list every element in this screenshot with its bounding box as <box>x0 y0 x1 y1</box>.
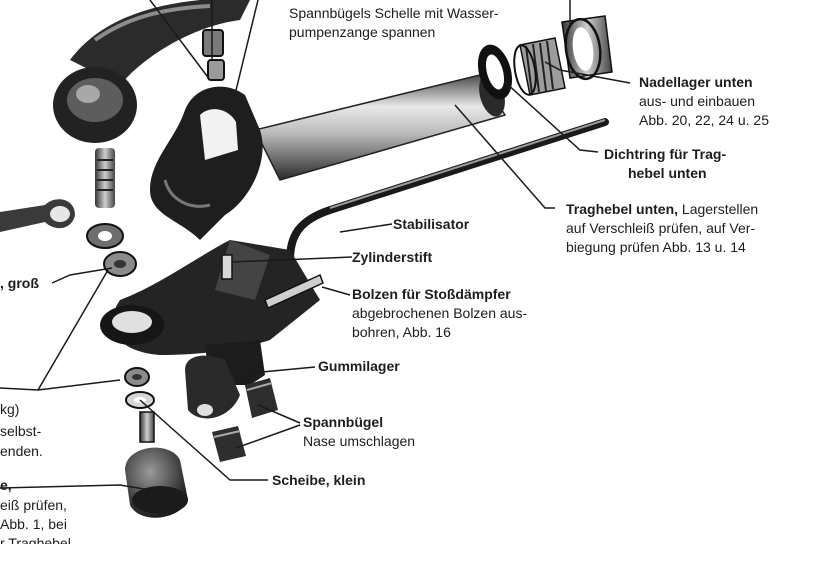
left-eiss-text: eiß prüfen, <box>0 497 67 513</box>
left-enden-text: enden. <box>0 443 43 459</box>
small-bolts <box>202 29 225 81</box>
upper-arm <box>70 0 250 85</box>
traghebel-line-2: biegung prüfen Abb. 13 u. 14 <box>566 239 746 255</box>
left-e-text: e, <box>0 477 12 493</box>
left-cut-text: r Traghebel <box>0 535 71 544</box>
left-kg-text: kg) <box>0 401 20 417</box>
label-left-cut: r Traghebel <box>0 534 71 544</box>
left-selbst-text: selbst- <box>0 423 42 439</box>
label-top-note: Spannbügels Schelle mit Wasser- pumpenza… <box>289 4 499 42</box>
clamp-pieces <box>212 378 278 462</box>
spannbuegel-line-1: Nase umschlagen <box>303 433 416 449</box>
shock-bolt <box>264 273 324 310</box>
nadellager-title: Nadellager unten <box>639 74 753 90</box>
gummilager-title: Gummilager <box>318 358 400 374</box>
left-link <box>0 199 75 232</box>
rubber-mount <box>185 340 265 419</box>
traghebel-line-1: auf Verschleiß prüfen, auf Ver- <box>566 220 756 236</box>
label-left-abb1: Abb. 1, bei <box>0 515 67 534</box>
large-washer <box>86 223 124 249</box>
tie-rod-end <box>53 67 137 208</box>
label-traghebel: Traghebel unten, Lagerstellen auf Versch… <box>566 200 758 257</box>
seal-ring <box>477 44 513 100</box>
cylinder-pin <box>221 254 233 280</box>
label-stabilisator: Stabilisator <box>393 215 469 234</box>
stabilisator-title: Stabilisator <box>393 216 470 232</box>
bearing-bushing <box>561 15 613 81</box>
label-gummilager: Gummilager <box>318 357 400 376</box>
bolzen-line-2: bohren, Abb. 16 <box>352 324 451 340</box>
needle-bearing <box>513 37 566 96</box>
dichtring-title-1: Dichtring für Trag- <box>604 146 727 162</box>
top-note-line-1: Spannbügels Schelle mit Wasser- <box>289 5 499 21</box>
label-left-enden: enden. <box>0 442 43 461</box>
traghebel-title-rest: Lagerstellen <box>678 201 759 217</box>
label-zylinderstift: Zylinderstift <box>352 248 432 267</box>
leader-lines <box>0 0 631 491</box>
label-left-e: e, <box>0 476 12 495</box>
label-spannbuegel: Spannbügel Nase umschlagen <box>303 413 415 451</box>
label-nadellager: Nadellager unten aus- und einbauen Abb. … <box>639 73 769 130</box>
nadellager-line-2: Abb. 20, 22, 24 u. 25 <box>639 112 769 128</box>
small-nut <box>124 367 150 387</box>
label-bolzen: Bolzen für Stoßdämpfer abgebrochenen Bol… <box>352 285 527 342</box>
label-left-selbst: selbst- <box>0 422 41 441</box>
label-left-eiss: eiß prüfen, <box>0 496 67 515</box>
traghebel-title: Traghebel unten, <box>566 201 679 217</box>
label-left-kg: kg) <box>0 400 19 419</box>
nut <box>103 251 137 277</box>
zylinderstift-title: Zylinderstift <box>352 249 433 265</box>
label-dichtring: Dichtring für Trag- hebel unten <box>604 145 726 183</box>
dichtring-title-2: hebel unten <box>628 165 707 181</box>
ball-joint <box>125 411 188 518</box>
bolzen-line-1: abgebrochenen Bolzen aus- <box>352 305 528 321</box>
scheibe-klein-title: Scheibe, klein <box>272 472 366 488</box>
top-note-line-2: pumpenzange spannen <box>289 24 436 40</box>
gross-text: , groß <box>0 275 39 291</box>
label-gross: , groß <box>0 274 39 293</box>
label-scheibe-klein: Scheibe, klein <box>272 471 365 490</box>
bolzen-title: Bolzen für Stoßdämpfer <box>352 286 511 302</box>
nadellager-line-1: aus- und einbauen <box>639 93 755 109</box>
spannbuegel-title: Spannbügel <box>303 414 384 430</box>
clamp-bracket <box>150 86 263 240</box>
left-abb1-text: Abb. 1, bei <box>0 516 67 532</box>
